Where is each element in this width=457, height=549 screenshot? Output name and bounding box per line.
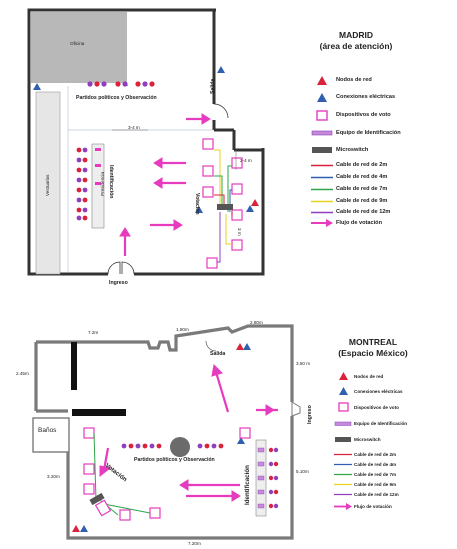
flow-arrow-icon [99,363,278,502]
voting-device-icon [316,109,328,121]
madrid-measure-1: 3-4 m [128,125,140,130]
microswitch-icon [89,492,105,506]
montreal-exit-label: Salida [210,351,226,357]
red-triangle-icon [317,75,327,85]
microswitch-icon [335,436,351,442]
madrid-identification-label: Identificación [108,165,114,199]
legend-microswitch: Microswitch [354,436,381,442]
blue-triangle-icon [338,387,348,395]
montreal-parties-label: Partidos políticos y Observación [134,457,215,463]
blue-triangle-icon [80,525,88,532]
microswitch-icon [312,147,332,153]
flow-arrow-icon [334,502,352,510]
montreal-top-measure-3: 2.80m [250,320,263,325]
voting-device-icon [202,138,243,269]
legend-cable-12m: Cable de red de 12m [336,209,391,215]
microswitch-icon [217,204,233,210]
madrid-entrance-label: Ingreso [109,280,128,286]
id-scanner-icon [311,130,333,136]
legend-electrical: Conexiones eléctricas [354,388,403,394]
legend-cable-7m: Cable de red de 7m [336,186,388,192]
montreal-subtitle: (Espacio México) [338,348,408,358]
legend-voting-devices: Dispositivos de voto [354,404,399,410]
legend-electrical: Conexiones eléctricas [336,94,396,100]
legend-cable-9m: Cable de red de 9m [336,198,388,204]
red-triangle-icon [236,343,244,350]
blue-triangle-icon [317,92,327,102]
montreal-title: MONTREAL [348,337,398,347]
legend-cable-7m: Cable de red de 7m [354,471,397,477]
montreal-top-measure-1: 7.2m [88,330,99,335]
id-scanner-icon [334,421,352,426]
madrid-measure-3: 3 m [237,228,242,236]
madrid-exit-label: Salida [210,78,216,94]
montreal-bottom-measure: 7.20m [188,541,201,546]
legend-flow: Flujo de votación [336,220,382,226]
madrid-measure-2: 2-4 m [240,158,252,163]
madrid-subtitle: (área de atención) [319,41,393,51]
madrid-legend: Nodos de red Conexiones eléctricas Dispo… [308,74,457,234]
montreal-bathrooms-label: Baños [38,427,57,434]
legend-network-nodes: Nodos de red [336,77,372,83]
montreal-entrance-label: Ingreso [307,405,313,424]
blue-triangle-icon [243,343,251,350]
madrid-side-room-label: Vestuarios [45,174,50,196]
blue-triangle-icon [33,83,41,90]
legend-id-equipment: Equipo de Identificación [354,420,408,426]
montreal-top-measure-2: 1.80m [176,327,189,332]
madrid-title-block: MADRID (área de atención) [296,30,416,52]
madrid-parties-label: Partidos políticos y Observación [76,95,157,101]
legend-flow: Flujo de votación [354,503,392,509]
madrid-office-label: Oficina [70,41,85,46]
red-triangle-icon [338,372,348,380]
montreal-right-measure-2: 5.10m [296,469,309,474]
madrid-title: MADRID [339,30,373,40]
madrid-presidency-label: Presidencia [100,171,105,196]
flow-arrow-icon [311,219,333,227]
montreal-left-measure-2: 3.20m [47,474,60,479]
legend-voting-devices: Dispositivos de voto [336,112,391,118]
legend-cable-4m: Cable de red de 4m [336,174,388,180]
madrid-voting-label: Votación [194,193,200,215]
montreal-identification-label: Identificación [244,465,251,505]
person-icon [268,447,279,509]
legend-cable-2m: Cable de red de 2m [354,451,397,457]
montreal-right-measure-1: 3.50 m [296,361,311,366]
montreal-left-measure-1: 2.45m [16,371,29,376]
red-triangle-icon [251,199,259,206]
legend-network-nodes: Nodos de red [354,373,384,379]
person-icon [87,81,155,87]
voting-device-icon [83,427,251,521]
blue-triangle-icon [237,437,245,444]
montreal-title-block: MONTREAL (Espacio México) [318,337,428,359]
blue-triangle-icon [246,205,254,212]
montreal-floor-plan [32,324,301,540]
office-block [31,12,127,83]
legend-microswitch: Microswitch [336,147,369,153]
montreal-legend: Nodos de red Conexiones eléctricas Dispo… [332,370,457,512]
legend-cable-9m: Cable de red de 9m [354,481,397,487]
person-icon [76,147,88,221]
blue-triangle-icon [195,206,203,213]
legend-cable-2m: Cable de red de 2m [336,162,388,168]
legend-cable-4m: Cable de red de 4m [354,461,397,467]
flow-arrow-icon [119,113,211,256]
red-triangle-icon [72,525,80,532]
legend-cable-12m: Cable de red de 12m [354,491,399,497]
voting-device-icon [337,402,349,412]
person-icon [121,443,224,449]
legend-id-equipment: Equipo de Identificación [336,130,401,136]
blue-triangle-icon [217,66,225,73]
madrid-floor-plan [27,8,266,278]
